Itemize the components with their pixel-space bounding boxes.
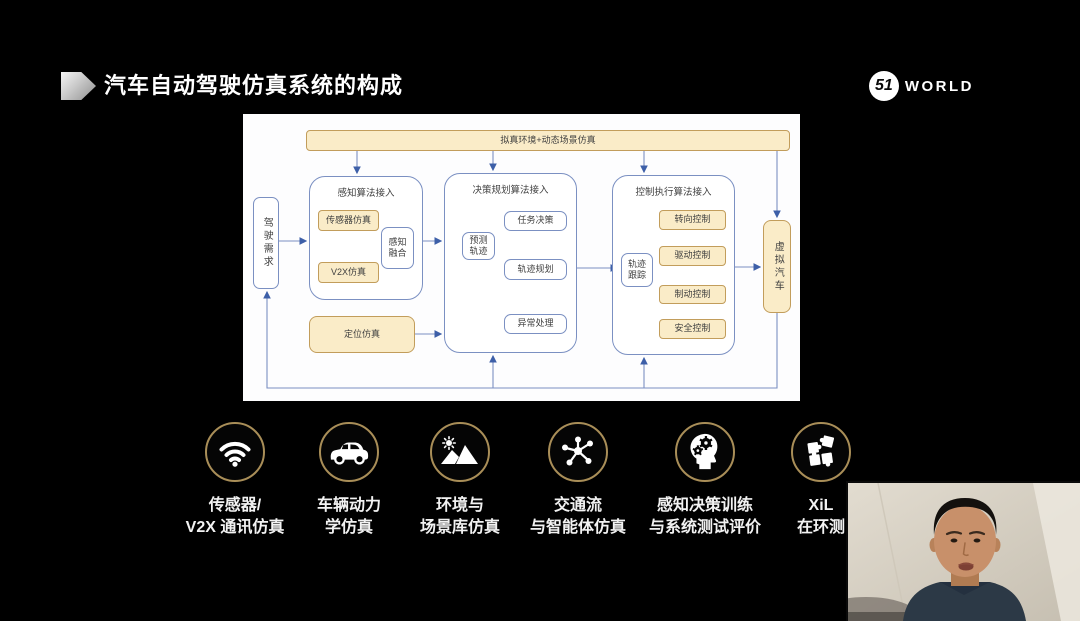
brand-logo: 51 WORLD [868, 71, 974, 101]
feature-perception-training: 感知决策训练 与系统测试评价 [615, 422, 795, 539]
group-perception-title: 感知算法接入 [337, 188, 395, 199]
box-brake-control: 制动控制 [659, 285, 726, 304]
feature-environment-scenes: 环境与 场景库仿真 [370, 422, 550, 539]
box-driver-demand: 驾驶需求 [253, 197, 279, 289]
head-gears-icon [675, 422, 735, 482]
presenter-video [848, 483, 1080, 621]
box-trajectory-tracking-label: 轨迹跟踪 [628, 258, 647, 280]
architecture-diagram-panel: 拟真环境+动态场景仿真 驾驶需求 感知算法接入 传感器仿真 V2X仿真 感知融合… [243, 114, 800, 401]
box-virtual-car: 虚拟汽车 [763, 220, 791, 313]
feature-sensor-v2x: 传感器/ V2X 通讯仿真 [145, 422, 325, 539]
banner-simulation-environment: 拟真环境+动态场景仿真 [306, 130, 790, 151]
box-exception-handling: 异常处理 [504, 314, 567, 334]
box-perception-fusion: 感知融合 [381, 227, 414, 269]
box-positioning-simulation: 定位仿真 [309, 316, 415, 353]
feature-label-line1: 车辆动力 [316, 497, 381, 514]
box-predicted-trajectory-label: 预测轨迹 [469, 234, 488, 256]
webcam-video-overlay [846, 481, 1080, 621]
feature-label-line1: 感知决策训练 [656, 497, 753, 514]
feature-label-line2: 学仿真 [324, 519, 373, 536]
feature-label-line1: 环境与 [435, 497, 484, 514]
box-v2x-simulation: V2X仿真 [318, 262, 379, 283]
feature-label-line2: 场景库仿真 [419, 519, 500, 536]
box-sensor-simulation: 传感器仿真 [318, 210, 379, 231]
logo-51-icon: 51 [868, 71, 899, 101]
feature-label-line2: 与智能体仿真 [529, 519, 626, 536]
terrain-icon [430, 422, 490, 482]
box-safety-control: 安全控制 [659, 319, 726, 339]
wifi-icon [205, 422, 265, 482]
feature-xil-testing: XiL 在环测 [731, 422, 911, 539]
feature-traffic-agents: 交通流 与智能体仿真 [488, 422, 668, 539]
feature-vehicle-dynamics: 车辆动力 学仿真 [259, 422, 439, 539]
car-icon [319, 422, 379, 482]
traffic-network-icon [548, 422, 608, 482]
feature-label-line2: 与系统测试评价 [648, 519, 761, 536]
title-arrow-icon [61, 72, 96, 100]
feature-label-line2: 在环测 [796, 519, 845, 536]
group-planning-title: 决策规划算法接入 [472, 185, 549, 196]
box-trajectory-tracking: 轨迹跟踪 [621, 253, 653, 287]
feature-label-line1: XiL [808, 497, 834, 514]
box-perception-fusion-label: 感知融合 [388, 236, 407, 258]
page-title: 汽车自动驾驶仿真系统的构成 [104, 73, 404, 98]
puzzle-icon [791, 422, 851, 482]
box-trajectory-planning: 轨迹规划 [504, 259, 567, 280]
box-task-decision: 任务决策 [504, 211, 567, 231]
feature-label-line1: 传感器/ [208, 497, 262, 514]
group-control-title: 控制执行算法接入 [635, 187, 712, 198]
box-predicted-trajectory: 预测轨迹 [462, 232, 495, 260]
feature-label-line2: V2X 通讯仿真 [185, 519, 285, 536]
feature-label-line1: 交通流 [553, 497, 602, 514]
logo-word: WORLD [904, 77, 974, 95]
box-steering-control: 转向控制 [659, 210, 726, 230]
box-drive-control: 驱动控制 [659, 246, 726, 266]
